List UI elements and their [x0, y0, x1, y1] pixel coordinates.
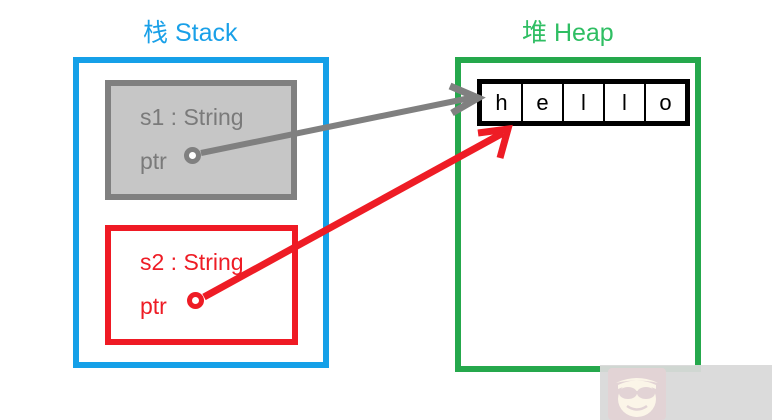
- s2-pointer-dot-icon: [187, 292, 204, 309]
- s1-ptr-label: ptr: [140, 148, 167, 174]
- stack-title: 栈 Stack: [143, 19, 238, 47]
- heap-string-cells: h e l l o: [477, 79, 690, 126]
- heap-title: 堆 Heap: [522, 19, 614, 47]
- s1-title-label: s1 : String: [140, 104, 244, 130]
- watermark-face-icon: [616, 378, 658, 417]
- string-cell: e: [523, 84, 562, 121]
- string-cell: l: [605, 84, 644, 121]
- string-cell: l: [564, 84, 603, 121]
- s2-title-label: s2 : String: [140, 249, 244, 275]
- s1-variable-frame: s1 : String ptr: [105, 80, 297, 200]
- string-cell: h: [482, 84, 521, 121]
- string-cell: o: [646, 84, 685, 121]
- s2-ptr-label: ptr: [140, 293, 167, 319]
- s2-variable-frame: s2 : String ptr: [105, 225, 298, 345]
- s1-pointer-dot-icon: [184, 147, 201, 164]
